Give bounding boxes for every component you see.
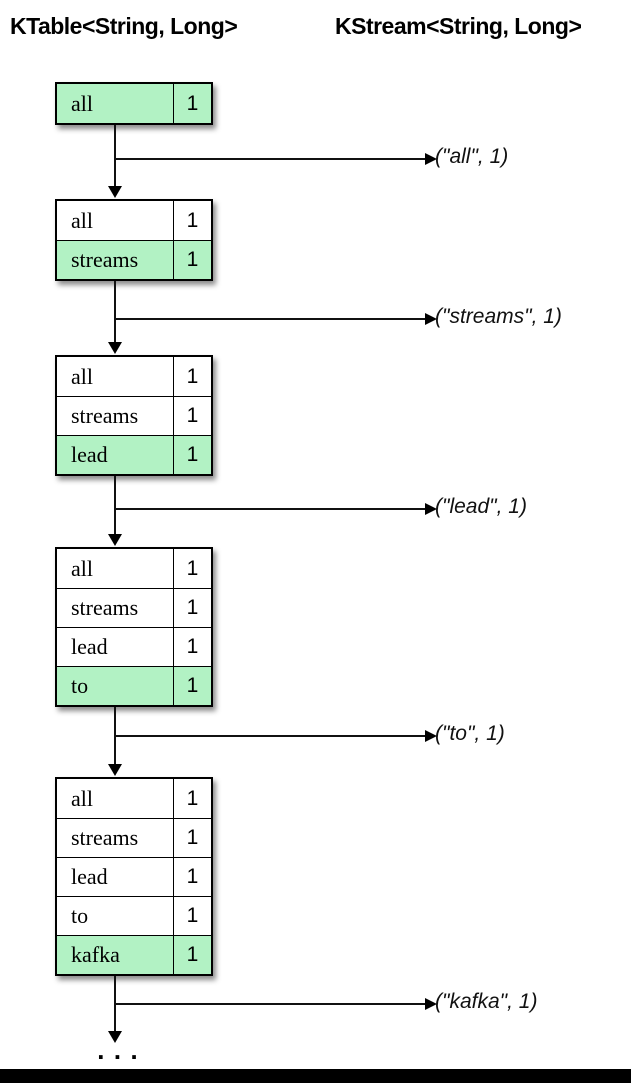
key-cell: to bbox=[57, 897, 174, 935]
table-row: to 1 bbox=[57, 666, 211, 705]
emit-line bbox=[114, 318, 425, 320]
value-cell: 1 bbox=[186, 826, 199, 849]
down-arrowhead bbox=[107, 534, 122, 546]
down-arrowhead bbox=[107, 1031, 122, 1043]
value-cell: 1 bbox=[186, 248, 199, 271]
value-cell: 1 bbox=[186, 596, 199, 619]
key-cell: all bbox=[57, 549, 174, 588]
value-cell: 1 bbox=[186, 635, 199, 658]
value-cell: 1 bbox=[186, 556, 199, 580]
kstream-record-label: ("all", 1) bbox=[435, 145, 509, 168]
kstream-record-label: ("kafka", 1) bbox=[435, 990, 538, 1013]
down-arrowhead bbox=[107, 764, 122, 776]
table-row: all 1 bbox=[57, 779, 211, 818]
key-cell: lead bbox=[57, 628, 174, 666]
ktable-title: KTable<String, Long> bbox=[10, 13, 238, 39]
key-cell: kafka bbox=[57, 936, 174, 974]
table-row: all 1 bbox=[57, 84, 211, 123]
kstream-record-label: ("to", 1) bbox=[435, 722, 505, 745]
table-row: all 1 bbox=[57, 549, 211, 588]
ktable-state-4: all 1 streams 1 lead 1 to 1 bbox=[55, 547, 213, 707]
ktable-state-3: all 1 streams 1 lead 1 bbox=[55, 355, 213, 476]
right-arrowhead bbox=[425, 312, 437, 325]
table-row: all 1 bbox=[57, 357, 211, 396]
table-row: streams 1 bbox=[57, 240, 211, 279]
value-cell: 1 bbox=[186, 674, 199, 697]
key-cell: lead bbox=[57, 436, 174, 474]
table-row: lead 1 bbox=[57, 627, 211, 666]
key-cell: streams bbox=[57, 589, 174, 627]
right-arrowhead bbox=[425, 502, 437, 515]
emit-line bbox=[114, 158, 425, 160]
value-cell: 1 bbox=[186, 865, 199, 888]
value-cell: 1 bbox=[186, 786, 199, 810]
key-cell: all bbox=[57, 357, 174, 396]
table-row: streams 1 bbox=[57, 396, 211, 435]
connector-line bbox=[114, 476, 116, 535]
key-cell: all bbox=[57, 779, 174, 818]
table-row: lead 1 bbox=[57, 435, 211, 474]
right-arrowhead bbox=[425, 997, 437, 1010]
ktable-state-2: all 1 streams 1 bbox=[55, 199, 213, 281]
emit-line bbox=[114, 735, 425, 737]
connector-line bbox=[114, 125, 116, 187]
connector-line bbox=[114, 281, 116, 343]
emit-line bbox=[114, 508, 425, 510]
table-row: lead 1 bbox=[57, 857, 211, 896]
kstream-title: KStream<String, Long> bbox=[335, 13, 582, 39]
key-cell: streams bbox=[57, 819, 174, 857]
table-row: kafka 1 bbox=[57, 935, 211, 974]
kstream-record-label: ("lead", 1) bbox=[435, 495, 527, 518]
table-row: to 1 bbox=[57, 896, 211, 935]
key-cell: streams bbox=[57, 397, 174, 435]
key-cell: all bbox=[57, 84, 174, 123]
value-cell: 1 bbox=[186, 443, 199, 466]
table-row: all 1 bbox=[57, 201, 211, 240]
key-cell: to bbox=[57, 667, 174, 705]
kstream-record-label: ("streams", 1) bbox=[435, 305, 562, 328]
value-cell: 1 bbox=[186, 91, 199, 115]
down-arrowhead bbox=[107, 342, 122, 354]
table-row: streams 1 bbox=[57, 588, 211, 627]
value-cell: 1 bbox=[186, 404, 199, 427]
right-arrowhead bbox=[425, 152, 437, 165]
emit-line bbox=[114, 1003, 425, 1005]
value-cell: 1 bbox=[186, 208, 199, 232]
ktable-state-1: all 1 bbox=[55, 82, 213, 125]
ktable-state-5: all 1 streams 1 lead 1 to 1 kafka 1 bbox=[55, 777, 213, 976]
value-cell: 1 bbox=[186, 364, 199, 388]
ellipsis: ... bbox=[93, 1037, 143, 1067]
key-cell: all bbox=[57, 201, 174, 240]
value-cell: 1 bbox=[186, 943, 199, 966]
bottom-bar bbox=[0, 1069, 631, 1083]
key-cell: streams bbox=[57, 241, 174, 279]
value-cell: 1 bbox=[186, 904, 199, 927]
table-row: streams 1 bbox=[57, 818, 211, 857]
right-arrowhead bbox=[425, 729, 437, 742]
key-cell: lead bbox=[57, 858, 174, 896]
down-arrowhead bbox=[107, 186, 122, 198]
